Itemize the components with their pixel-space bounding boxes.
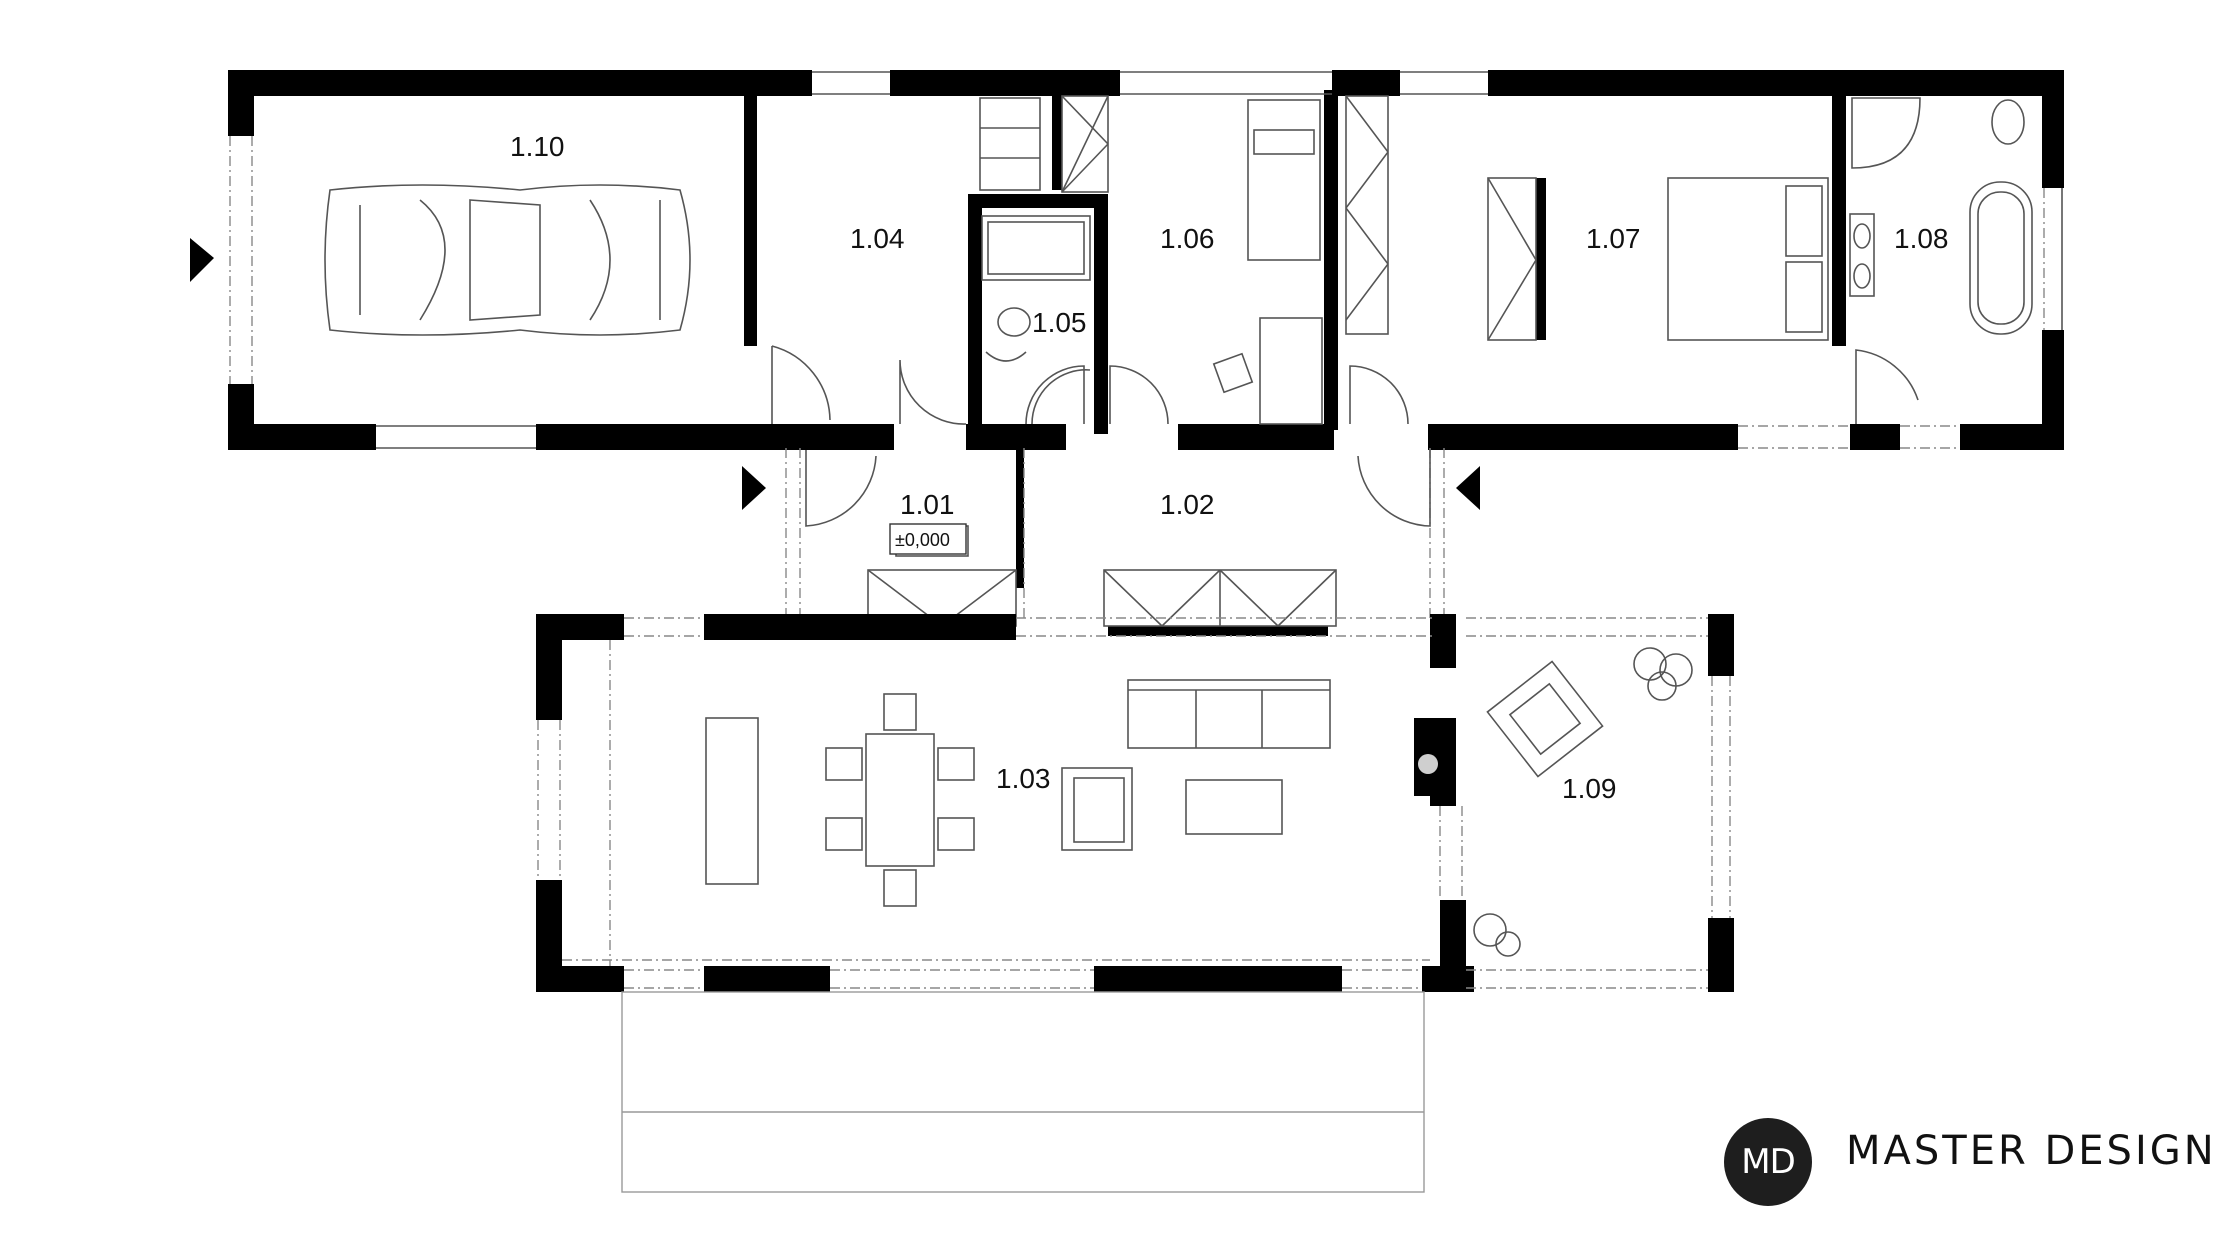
room-label-1-01: 1.01: [900, 489, 955, 520]
room-label-1-06: 1.06: [1160, 223, 1215, 254]
level-mark-box: [889, 523, 967, 555]
entrance-walls: [1016, 450, 1328, 636]
living-furniture: [705, 679, 1331, 907]
brand-name: MASTER DESIGN: [1846, 1128, 2217, 1174]
living-walls: [536, 614, 1474, 992]
living-glazing: [537, 617, 1463, 989]
entrance-furniture: [805, 450, 1431, 627]
room-label-1-10: 1.10: [510, 131, 565, 162]
terrace: [1466, 614, 1734, 992]
entrance-glazing: [785, 448, 1445, 620]
upper-furniture: [324, 95, 2033, 425]
room-label-1-08: 1.08: [1894, 223, 1949, 254]
plant-icon: [1473, 913, 1521, 957]
brand-logo: MD: [1724, 1118, 1812, 1206]
entrance-arrows: [190, 238, 1480, 510]
plant-icon: [1633, 647, 1693, 701]
room-label-1-05: 1.05: [1032, 307, 1087, 338]
room-label-1-02: 1.02: [1160, 489, 1215, 520]
entrance-arrow-icon: [742, 466, 766, 510]
entrance-arrow-icon: [1456, 466, 1480, 510]
outdoor-deck: [621, 991, 1425, 1193]
room-label-1-09: 1.09: [1562, 773, 1617, 804]
room-label-1-04: 1.04: [850, 223, 905, 254]
upper-windows: [229, 71, 2063, 449]
room-label-1-07: 1.07: [1586, 223, 1641, 254]
entrance-arrow-icon: [190, 238, 214, 282]
room-label-1-03: 1.03: [996, 763, 1051, 794]
upper-wing-walls: [228, 70, 2064, 450]
level-mark: ±0,000: [895, 530, 950, 550]
upper-doors: [771, 345, 1919, 425]
car-icon: [324, 184, 691, 336]
